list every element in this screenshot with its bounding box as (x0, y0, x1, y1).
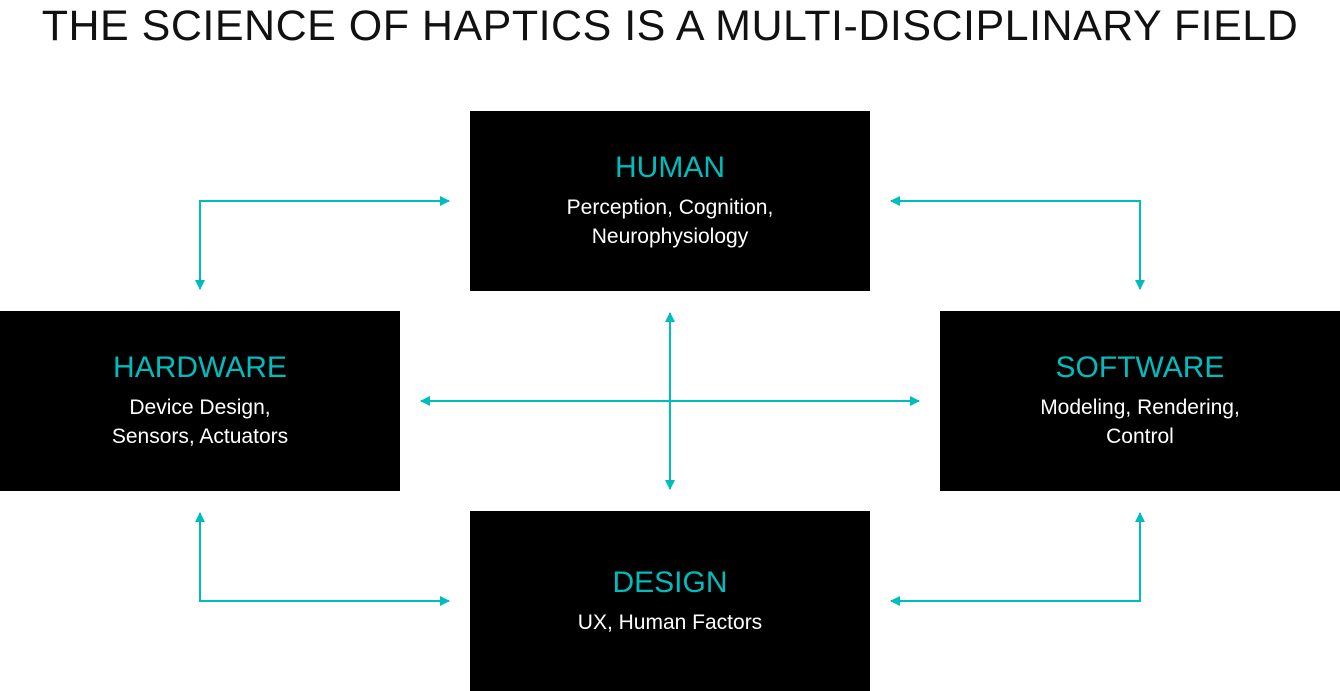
human-text: Perception, Cognition, Neurophysiology (566, 196, 774, 248)
software-text: Modeling, Rendering, Control (1040, 396, 1240, 448)
arrow-design-software (890, 512, 1145, 606)
design-heading: DESIGN (612, 565, 728, 599)
page-title: THE SCIENCE OF HAPTICS IS A MULTI-DISCIP… (41, 2, 1299, 50)
hardware-heading: HARDWARE (113, 351, 287, 384)
software-heading: SOFTWARE (1055, 351, 1225, 384)
software-box: SOFTWARE Modeling, Rendering, Control (940, 311, 1340, 491)
hardware-text: Device Design, Sensors, Actuators (111, 396, 289, 448)
human-heading: HUMAN (615, 151, 725, 184)
arrow-hardware-human (195, 196, 450, 290)
hardware-box: HARDWARE Device Design, Sensors, Actuato… (0, 311, 400, 491)
human-box: HUMAN Perception, Cognition, Neurophysio… (470, 111, 870, 291)
arrow-hardware-design (195, 512, 450, 606)
design-box: DESIGN UX, Human Factors (470, 511, 870, 691)
design-text: UX, Human Factors (577, 610, 763, 634)
arrow-human-software (890, 196, 1145, 290)
